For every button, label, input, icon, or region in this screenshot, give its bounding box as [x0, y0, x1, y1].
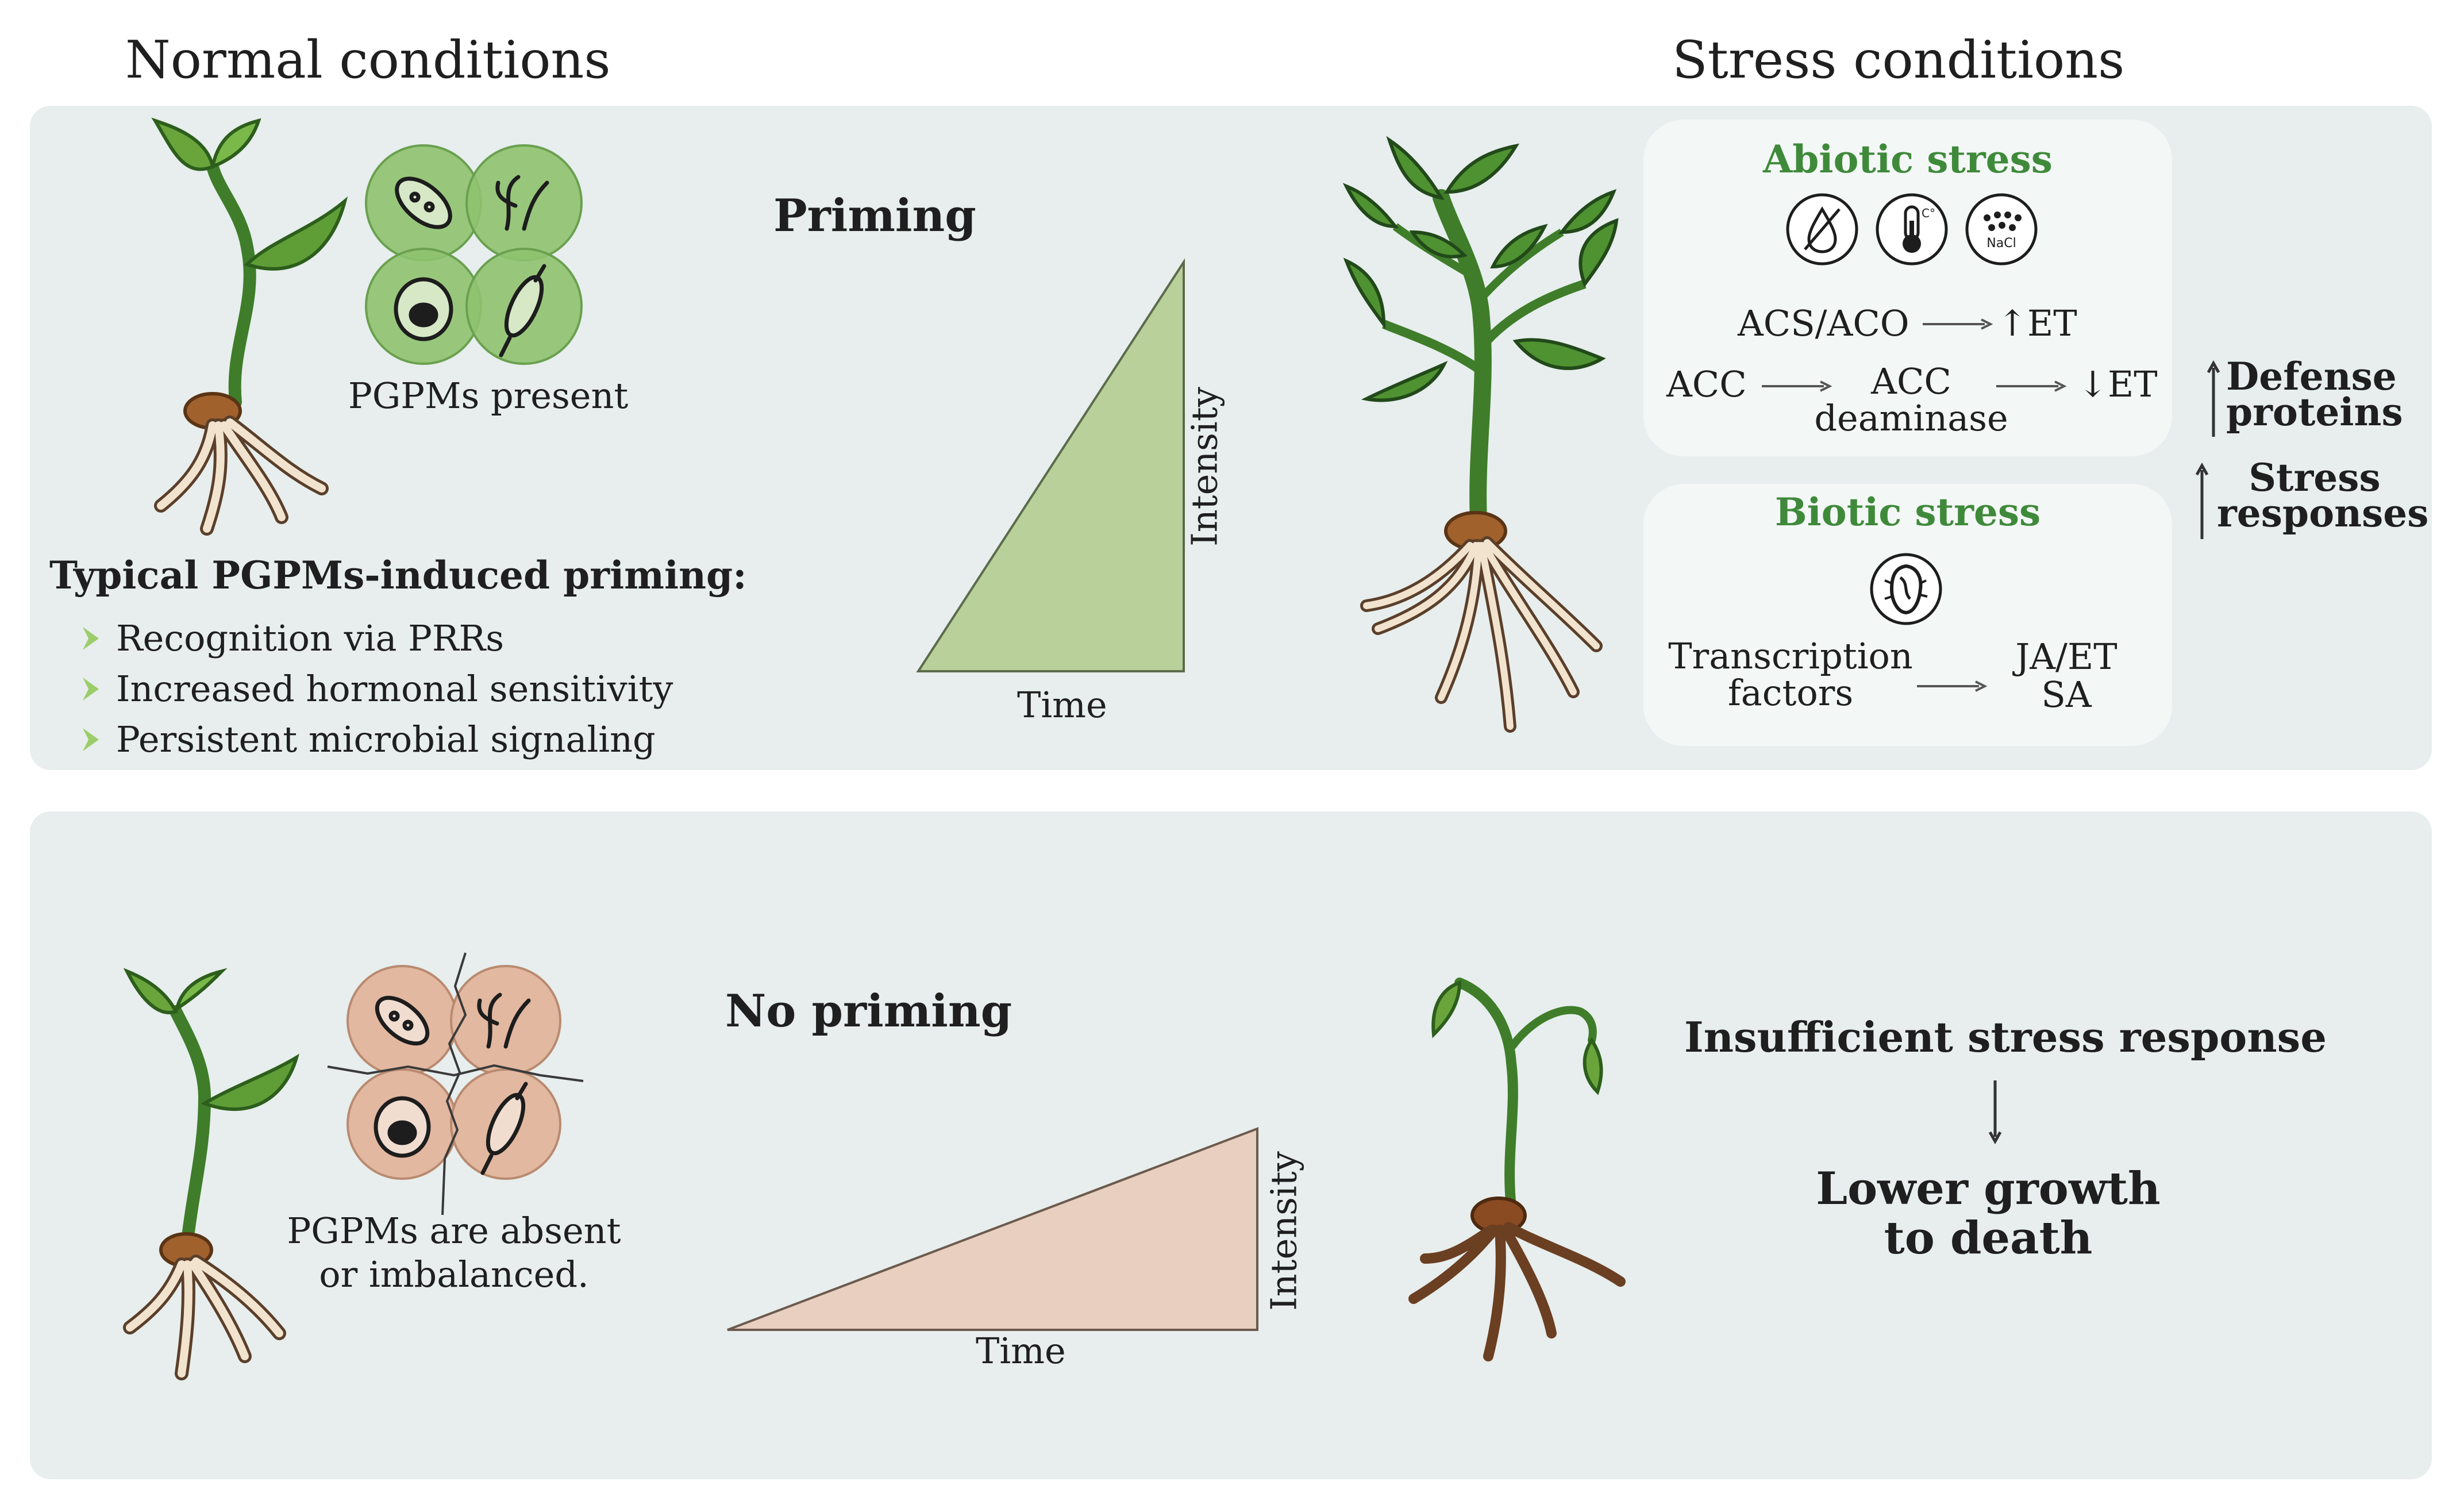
heading-stress-conditions: Stress conditions — [1672, 30, 2125, 90]
heading-normal-conditions: Normal conditions — [125, 30, 611, 90]
hormones-label: JA/ET SA — [1986, 638, 2147, 714]
drought-icon — [1786, 193, 1858, 266]
bullet-item: Persistent microbial signaling — [80, 718, 656, 760]
transcription-factors-label: Transcription factors — [1658, 638, 1923, 711]
defense-proteins-line2: proteins — [2226, 390, 2403, 434]
arrow-right-icon — [1762, 380, 1832, 392]
acc-deaminase-label: ACC deaminase — [1808, 363, 2015, 437]
defense-proteins-label: Defense proteins — [2226, 354, 2403, 434]
outcome-line2: to death — [1884, 1212, 2093, 1264]
priming-intensity-label: Intensity — [1183, 387, 1226, 547]
stress-responses-label: Stress responses — [2217, 455, 2429, 536]
pathogen-icon — [1870, 553, 1942, 625]
pgpm-absent-line2: or imbalanced. — [319, 1253, 589, 1295]
plant-wilting-icon — [1408, 978, 1626, 1361]
no-priming-title: No priming — [725, 985, 1012, 1037]
bullet-text: Increased hormonal sensitivity — [116, 668, 673, 710]
priming-time-label: Time — [1017, 684, 1107, 726]
hormones-line1: JA/ET — [2015, 636, 2118, 678]
bullet-item: Recognition via PRRs — [80, 617, 504, 659]
acc-deaminase-line1: ACC — [1871, 360, 1951, 402]
acs-aco-label: ACS/ACO — [1738, 302, 1909, 344]
chevron-right-icon — [83, 677, 99, 701]
defense-proteins-line1: Defense — [2226, 354, 2397, 399]
stress-responses-line1: Stress — [2249, 455, 2381, 500]
transcription-factors-line2: factors — [1727, 672, 1854, 714]
pgpm-microbes-icon — [365, 144, 583, 365]
bullet-text: Persistent microbial signaling — [116, 718, 656, 760]
abiotic-stress-title: Abiotic stress — [1763, 137, 2053, 182]
stress-responses-line2: responses — [2217, 491, 2429, 536]
pgpm-absent-line1: PGPMs are absent — [287, 1210, 621, 1252]
acc-label: ACC — [1666, 363, 1747, 405]
no-priming-time-label: Time — [976, 1330, 1066, 1372]
et-decrease-label: ↓ET — [2078, 363, 2158, 405]
acc-deaminase-line2: deaminase — [1814, 397, 2008, 439]
salt-icon-label: NaCl — [1986, 236, 2016, 251]
salt-icon: NaCl — [1965, 193, 2038, 266]
pgpm-absent-label: PGPMs are absent or imbalanced. — [270, 1209, 638, 1297]
et-increase-label: ↑ET — [1997, 302, 2077, 344]
priming-intensity-triangle — [916, 258, 1185, 672]
pgpm-present-label: PGPMs present — [348, 375, 629, 417]
arrow-right-icon — [1923, 318, 1993, 330]
chevron-right-icon — [83, 728, 99, 751]
outcome-line1: Lower growth — [1816, 1163, 2161, 1215]
seedling-healthy-icon — [151, 117, 348, 536]
seedling-unprimed-icon — [123, 968, 299, 1380]
temperature-icon-label: C° — [1922, 206, 1935, 220]
no-priming-intensity-label: Intensity — [1262, 1151, 1305, 1311]
temperature-icon: C° — [1876, 193, 1948, 266]
no-priming-intensity-triangle — [727, 1127, 1258, 1331]
priming-title: Priming — [773, 190, 976, 242]
pgpm-microbes-cracked-icon — [327, 952, 584, 1215]
chevron-right-icon — [83, 626, 99, 650]
insufficient-stress-label: Insufficient stress response — [1684, 1013, 2327, 1061]
arrow-right-icon — [1917, 680, 1988, 692]
biotic-stress-title: Biotic stress — [1774, 490, 2041, 534]
outcome-label: Lower growth to death — [1781, 1164, 2195, 1263]
plant-vigorous-icon — [1342, 136, 1619, 733]
arrow-right-icon — [1996, 380, 2067, 392]
arrow-down-icon — [1988, 1080, 2002, 1145]
abiotic-stress-panel — [1643, 120, 2172, 456]
arrow-up-icon — [2195, 462, 2209, 539]
typical-priming-title: Typical PGPMs-induced priming: — [49, 553, 747, 598]
hormones-line2: SA — [2041, 674, 2092, 715]
bullet-text: Recognition via PRRs — [116, 617, 505, 659]
transcription-factors-line1: Transcription — [1668, 635, 1913, 677]
bullet-item: Increased hormonal sensitivity — [80, 668, 673, 710]
arrow-up-icon — [2207, 360, 2220, 437]
